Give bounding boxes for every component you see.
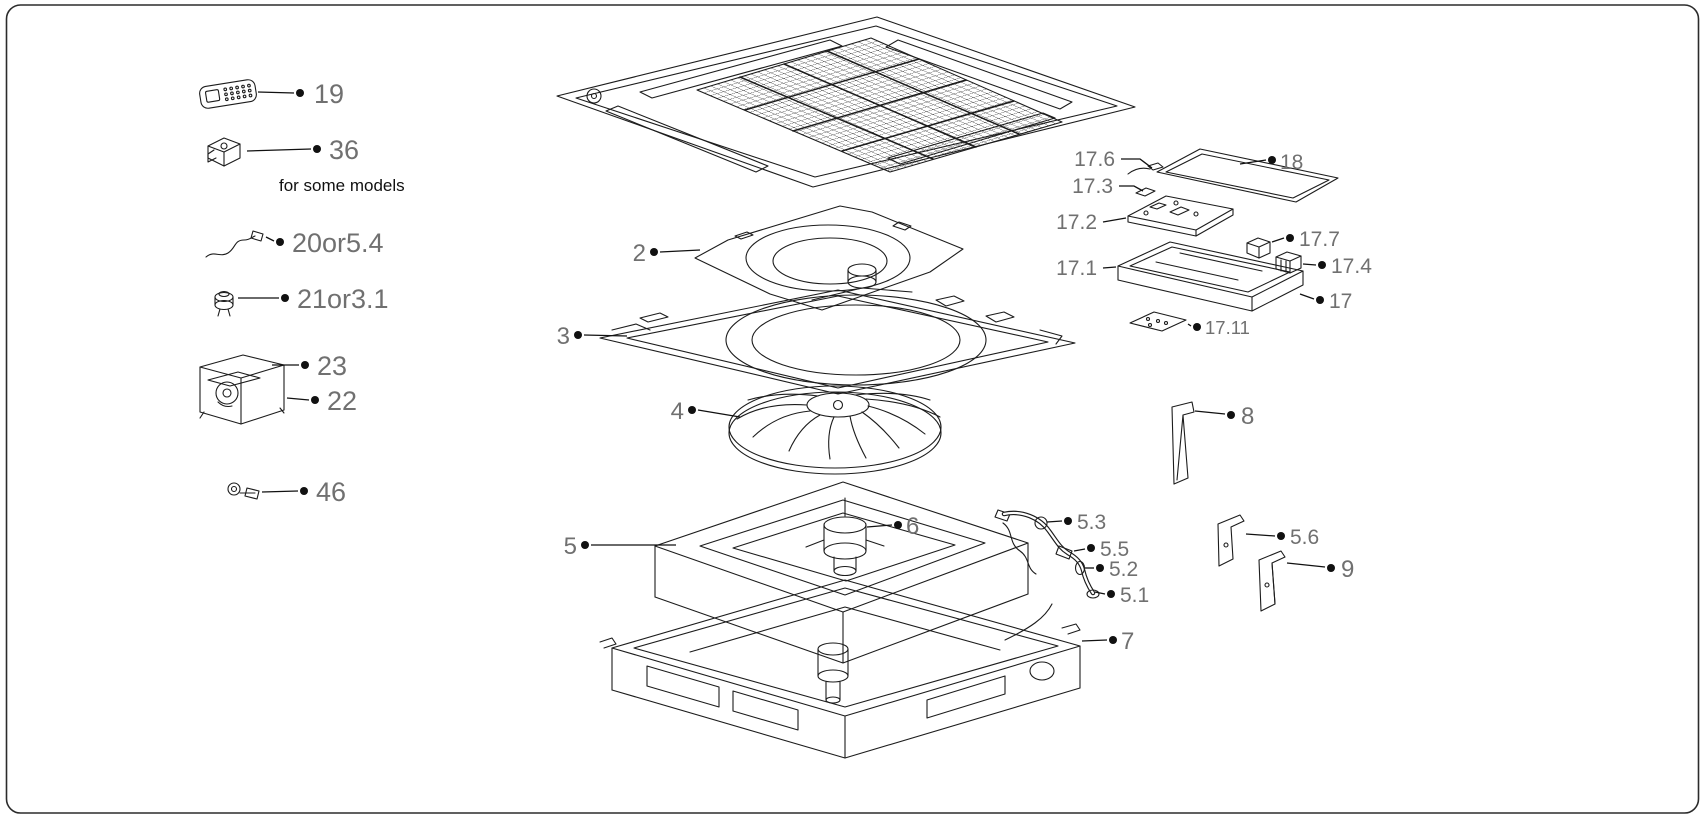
leader-9: [1286, 562, 1335, 572]
leader-5-2: [1085, 564, 1104, 572]
part-17-2-pcb: [1127, 195, 1234, 237]
label-5: 5: [564, 533, 577, 560]
leader-17-7: [1271, 234, 1294, 243]
foam-housing: [654, 481, 1029, 664]
label-9: 9: [1341, 556, 1354, 583]
control-box-group: [1117, 148, 1339, 332]
label-5-5: 5.5: [1100, 538, 1129, 561]
grille-ribs: [739, 50, 1020, 160]
label-17-1: 17.1: [1056, 257, 1097, 280]
part-18-cover: [1156, 148, 1339, 203]
base-pan: [599, 579, 1081, 759]
label-21or3-1: 21or3.1: [297, 284, 389, 314]
leader-7: [1081, 636, 1117, 644]
leader-17-2: [1102, 217, 1127, 223]
part-17-7-box: [1246, 237, 1271, 259]
label-22: 22: [327, 386, 357, 416]
part-17-11-pcb: [1129, 311, 1187, 332]
leader-4: [688, 406, 741, 418]
label-17-6: 17.6: [1074, 148, 1115, 171]
leader-17-4: [1302, 261, 1326, 269]
label-17-7: 17.7: [1299, 228, 1340, 251]
leader-36: [246, 145, 321, 153]
leader-5-1: [1094, 590, 1115, 598]
drain-pan: [694, 205, 964, 311]
leader-17: [1299, 293, 1324, 304]
label-2: 2: [633, 240, 646, 267]
part-17-3: [1135, 187, 1156, 197]
label-17-4: 17.4: [1331, 255, 1372, 278]
small-sensor: [214, 290, 234, 317]
leader-46: [261, 487, 308, 495]
label-20or5-4: 20or5.4: [292, 228, 384, 258]
leader-3: [574, 331, 628, 339]
leader-5-6: [1245, 532, 1285, 540]
label-5-6: 5.6: [1290, 526, 1319, 549]
fan-motor: [805, 497, 885, 577]
label-6: 6: [906, 513, 919, 540]
remote-control: [199, 79, 257, 109]
leader-19: [257, 89, 304, 97]
label-17: 17: [1329, 290, 1352, 313]
part-9-bracket: [1258, 550, 1286, 612]
leader-23: [272, 361, 309, 369]
label-8: 8: [1241, 403, 1254, 430]
label-3: 3: [557, 323, 570, 350]
leader-17-6: [1121, 158, 1153, 169]
part-36-bracket: [207, 137, 241, 167]
line-art: [199, 16, 1339, 759]
part-17-1-box: [1117, 241, 1304, 312]
label-19: 19: [314, 79, 344, 109]
part-8-bracket: [1171, 401, 1195, 485]
leader-17-1: [1102, 266, 1117, 269]
leader-22: [286, 396, 319, 404]
part-17-6-wire: [1127, 162, 1164, 175]
pump-control-box: [199, 354, 285, 425]
label-23: 23: [317, 351, 347, 381]
leader-17-3: [1119, 185, 1144, 192]
leader-lines: [238, 89, 1335, 644]
leader-2: [650, 248, 701, 256]
label-17-11: 17.11: [1205, 317, 1250, 338]
front-panel: [556, 16, 1136, 188]
part-5-6-bracket: [1217, 514, 1245, 567]
label-36: 36: [329, 135, 359, 165]
label-46: 46: [316, 477, 346, 507]
label-5-3: 5.3: [1077, 511, 1106, 534]
leader-17-11: [1187, 323, 1201, 331]
label-5-1: 5.1: [1120, 584, 1149, 607]
leader-5-5: [1073, 544, 1095, 552]
label-17-2: 17.2: [1056, 211, 1097, 234]
label-4: 4: [671, 398, 684, 425]
label-5-2: 5.2: [1109, 558, 1138, 581]
leader-18: [1239, 156, 1276, 165]
leader-6: [866, 521, 902, 529]
sensor-wire: [205, 230, 264, 258]
drain-hose-group: [994, 509, 1100, 599]
turbo-fan: [728, 385, 942, 475]
leader-21or3-1: [238, 294, 289, 302]
label-7: 7: [1121, 628, 1134, 655]
label-18: 18: [1280, 151, 1303, 174]
bell-mouth-frame: [599, 289, 1076, 395]
leader-5-3: [1046, 517, 1072, 525]
diagram-border: [5, 4, 1700, 814]
leader-8: [1194, 410, 1235, 419]
label-17-3: 17.3: [1072, 175, 1113, 198]
fastener-parts: [227, 482, 260, 500]
leader-20or5-4: [265, 236, 284, 246]
leader-5: [581, 541, 676, 549]
labels: 19 36 for some models 20or5.4 21or3.1 23…: [279, 79, 1372, 655]
note-for-some-models: for some models: [279, 176, 405, 195]
